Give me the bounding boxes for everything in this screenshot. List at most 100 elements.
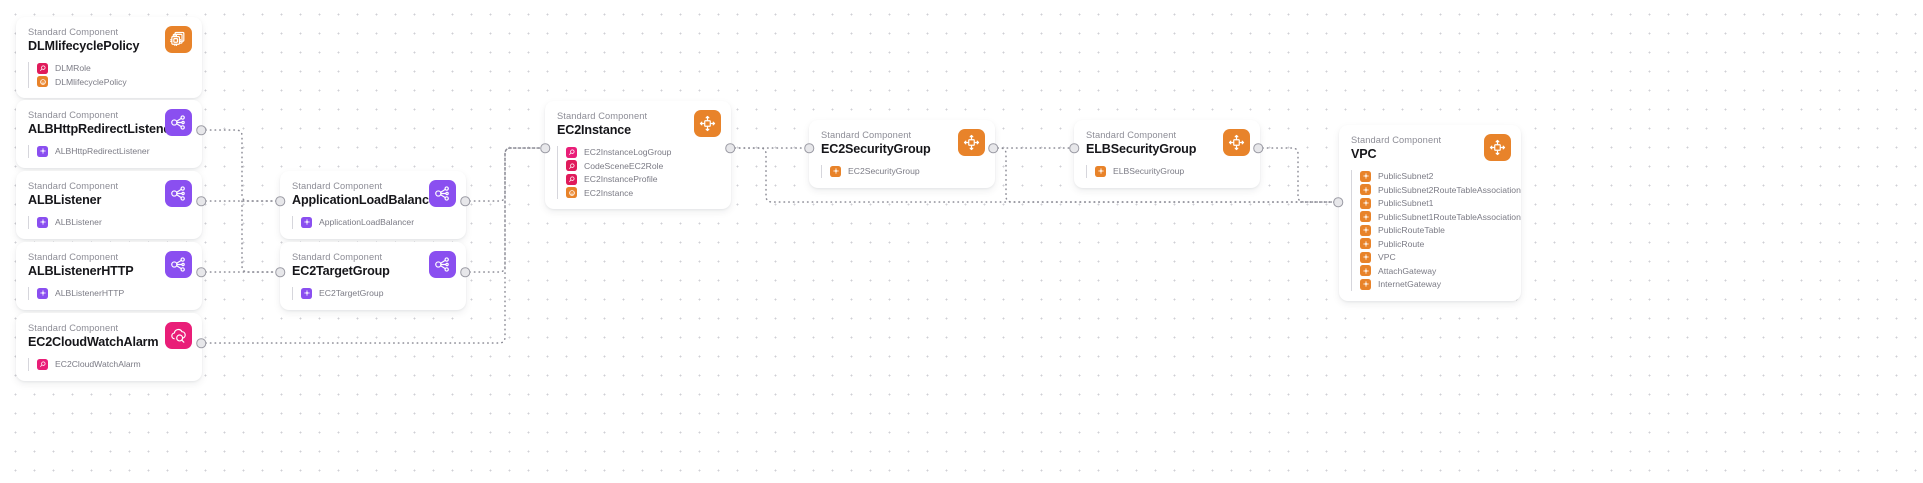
card-kind-label: Standard Component bbox=[28, 27, 119, 37]
resource-label: VPC bbox=[1378, 252, 1396, 263]
ec2-instance-icon bbox=[1484, 134, 1511, 161]
connection-port-elbsg-right[interactable] bbox=[1253, 143, 1263, 153]
card-title: ALBListener bbox=[28, 193, 102, 207]
resource-row[interactable]: PublicSubnet2 bbox=[1360, 170, 1509, 183]
elb-listener-icon bbox=[37, 287, 48, 299]
card-title: EC2SecurityGroup bbox=[821, 142, 931, 156]
resource-list: ELBSecurityGroup bbox=[1086, 165, 1248, 178]
card-kind-label: Standard Component bbox=[1086, 130, 1177, 140]
resource-list: ApplicationLoadBalancer bbox=[292, 216, 454, 229]
card-kind-label: Standard Component bbox=[557, 111, 648, 121]
resource-row[interactable]: EC2TargetGroup bbox=[301, 287, 454, 300]
resource-row[interactable]: EC2InstanceProfile bbox=[566, 173, 719, 186]
security-group-icon bbox=[1095, 165, 1106, 177]
resource-row[interactable]: EC2CloudWatchAlarm bbox=[37, 358, 190, 371]
card-kind-label: Standard Component bbox=[1351, 135, 1442, 145]
vpc-subnet-icon bbox=[1360, 211, 1371, 223]
connection-port-alb-right[interactable] bbox=[460, 196, 470, 206]
resource-row[interactable]: ALBListener bbox=[37, 216, 190, 229]
edge-e10 bbox=[1257, 147, 1339, 203]
resource-row[interactable]: EC2Instance bbox=[566, 187, 719, 200]
iam-role-icon bbox=[37, 62, 48, 74]
resource-row[interactable]: DLMRole bbox=[37, 62, 190, 75]
resource-row[interactable]: PublicRouteTable bbox=[1360, 224, 1509, 237]
connection-port-ec2sg-right[interactable] bbox=[988, 143, 998, 153]
resource-row[interactable]: CodeSceneEC2Role bbox=[566, 160, 719, 173]
resource-label: InternetGateway bbox=[1378, 279, 1442, 290]
resource-row[interactable]: PublicSubnet2RouteTableAssociation bbox=[1360, 184, 1521, 197]
card-title: VPC bbox=[1351, 147, 1377, 161]
resource-list: EC2InstanceLogGroup CodeSceneEC2Role EC2… bbox=[557, 146, 719, 199]
cloudwatch-alarm-small-icon bbox=[37, 358, 48, 370]
card-kind-label: Standard Component bbox=[28, 110, 119, 120]
resource-row[interactable]: AttachGateway bbox=[1360, 265, 1509, 278]
ec2-image-builder-icon bbox=[165, 26, 192, 53]
resource-row[interactable]: InternetGateway bbox=[1360, 278, 1509, 291]
connection-port-albhttpredirect-right[interactable] bbox=[196, 125, 206, 135]
vpc-subnet-icon bbox=[1360, 197, 1371, 209]
resource-row[interactable]: PublicSubnet1 bbox=[1360, 197, 1509, 210]
resource-row[interactable]: ALBHttpRedirectListener bbox=[37, 145, 190, 158]
resource-row[interactable]: ALBListenerHTTP bbox=[37, 287, 190, 300]
elb-listener-icon bbox=[37, 145, 48, 157]
resource-label: EC2TargetGroup bbox=[319, 288, 384, 299]
resource-row[interactable]: VPC bbox=[1360, 251, 1509, 264]
elastic-load-balancing-icon bbox=[429, 180, 456, 207]
edge-e1 bbox=[200, 129, 281, 202]
resource-label: PublicRouteTable bbox=[1378, 225, 1445, 236]
ec2-instance-icon bbox=[958, 129, 985, 156]
connection-port-tg-left[interactable] bbox=[275, 267, 285, 277]
resource-row[interactable]: EC2InstanceLogGroup bbox=[566, 146, 719, 159]
cloudwatch-alarm-icon bbox=[165, 322, 192, 349]
resource-row[interactable]: DLMlifecyclePolicy bbox=[37, 76, 190, 89]
elb-listener-icon bbox=[301, 216, 312, 228]
card-kind-label: Standard Component bbox=[292, 252, 383, 262]
resource-row[interactable]: PublicRoute bbox=[1360, 238, 1509, 251]
resource-row[interactable]: ELBSecurityGroup bbox=[1095, 165, 1248, 178]
connection-port-cwalarm-right[interactable] bbox=[196, 338, 206, 348]
resource-label: DLMRole bbox=[55, 63, 91, 74]
connection-port-ec2sg-left[interactable] bbox=[804, 143, 814, 153]
resource-label: ALBHttpRedirectListener bbox=[55, 146, 150, 157]
card-title: ALBHttpRedirectListener bbox=[28, 122, 175, 136]
resource-label: EC2SecurityGroup bbox=[848, 166, 920, 177]
resource-label: PublicSubnet1 bbox=[1378, 198, 1434, 209]
connection-port-vpc-left[interactable] bbox=[1333, 197, 1343, 207]
connection-port-alblistenerhttp-right[interactable] bbox=[196, 267, 206, 277]
card-title: EC2CloudWatchAlarm bbox=[28, 335, 159, 349]
resource-row[interactable]: PublicSubnet1RouteTableAssociation bbox=[1360, 211, 1521, 224]
connection-port-ec2instance-left[interactable] bbox=[540, 143, 550, 153]
connection-port-tg-right[interactable] bbox=[460, 267, 470, 277]
connection-port-alb-left[interactable] bbox=[275, 196, 285, 206]
resource-row[interactable]: ApplicationLoadBalancer bbox=[301, 216, 454, 229]
resource-row[interactable]: EC2SecurityGroup bbox=[830, 165, 983, 178]
elastic-load-balancing-icon bbox=[165, 180, 192, 207]
resource-label: EC2InstanceLogGroup bbox=[584, 147, 672, 158]
iam-role-icon bbox=[566, 173, 577, 185]
elb-listener-icon bbox=[301, 287, 312, 299]
edge-e5 bbox=[464, 147, 546, 202]
resource-label: EC2InstanceProfile bbox=[584, 174, 658, 185]
connection-port-alblistener-right[interactable] bbox=[196, 196, 206, 206]
ec2-instance-icon bbox=[694, 110, 721, 137]
resource-label: EC2CloudWatchAlarm bbox=[55, 359, 141, 370]
card-title: EC2Instance bbox=[557, 123, 631, 137]
card-kind-label: Standard Component bbox=[292, 181, 383, 191]
resource-list: EC2TargetGroup bbox=[292, 287, 454, 300]
resource-label: PublicSubnet2 bbox=[1378, 171, 1434, 182]
connection-port-ec2instance-right[interactable] bbox=[725, 143, 735, 153]
card-kind-label: Standard Component bbox=[28, 181, 119, 191]
connection-port-elbsg-left[interactable] bbox=[1069, 143, 1079, 153]
